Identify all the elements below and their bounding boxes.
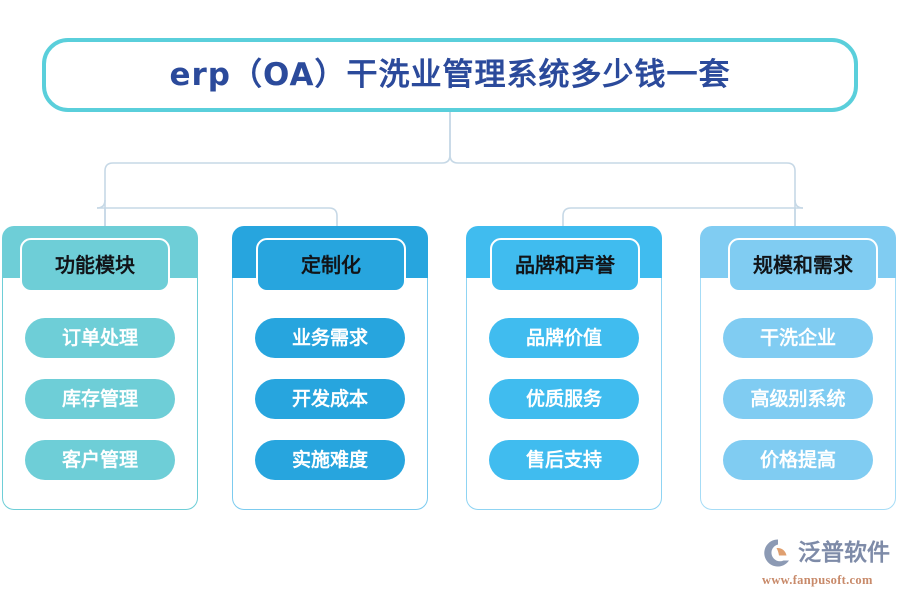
item-label: 订单处理 bbox=[61, 326, 138, 349]
column-2-header-label: 定制化 bbox=[301, 253, 361, 277]
item-label: 客户管理 bbox=[61, 448, 138, 471]
item-label: 价格提高 bbox=[759, 448, 836, 471]
column-1-header[interactable]: 功能模块 bbox=[20, 238, 170, 292]
column-1[interactable]: 功能模块 订单处理 库存管理 客户管理 bbox=[2, 226, 198, 510]
column-1-header-label: 功能模块 bbox=[55, 253, 135, 277]
item-label: 实施难度 bbox=[291, 448, 368, 471]
item-label: 干洗企业 bbox=[759, 326, 836, 349]
item-label: 品牌价值 bbox=[525, 326, 602, 349]
watermark-brand-row: 泛普软件 bbox=[762, 536, 890, 570]
column-3[interactable]: 品牌和声誉 品牌价值 优质服务 售后支持 bbox=[466, 226, 662, 510]
diagram-title-box: erp（OA）干洗业管理系统多少钱一套 bbox=[42, 38, 858, 112]
list-item[interactable]: 客户管理 bbox=[25, 440, 175, 480]
column-3-items: 品牌价值 优质服务 售后支持 bbox=[466, 318, 662, 501]
item-label: 售后支持 bbox=[525, 448, 602, 471]
column-4-items: 干洗企业 高级别系统 价格提高 bbox=[700, 318, 896, 501]
list-item[interactable]: 业务需求 bbox=[255, 318, 405, 358]
column-2-items: 业务需求 开发成本 实施难度 bbox=[232, 318, 428, 501]
item-label: 业务需求 bbox=[291, 326, 368, 349]
list-item[interactable]: 优质服务 bbox=[489, 379, 639, 419]
list-item[interactable]: 开发成本 bbox=[255, 379, 405, 419]
diagram-title: erp（OA）干洗业管理系统多少钱一套 bbox=[169, 56, 731, 93]
list-item[interactable]: 干洗企业 bbox=[723, 318, 873, 358]
list-item[interactable]: 品牌价值 bbox=[489, 318, 639, 358]
column-4-header-label: 规模和需求 bbox=[753, 253, 853, 277]
fanpu-logo-icon bbox=[764, 539, 789, 567]
list-item[interactable]: 订单处理 bbox=[25, 318, 175, 358]
watermark-url: www.fanpusoft.com bbox=[762, 573, 873, 587]
list-item[interactable]: 库存管理 bbox=[25, 379, 175, 419]
item-label: 库存管理 bbox=[61, 387, 138, 410]
list-item[interactable]: 实施难度 bbox=[255, 440, 405, 480]
list-item[interactable]: 售后支持 bbox=[489, 440, 639, 480]
item-label: 开发成本 bbox=[291, 387, 368, 410]
item-label: 高级别系统 bbox=[750, 387, 846, 410]
list-item[interactable]: 高级别系统 bbox=[723, 379, 873, 419]
item-label: 优质服务 bbox=[525, 387, 602, 410]
column-3-header-label: 品牌和声誉 bbox=[515, 253, 615, 277]
column-2[interactable]: 定制化 业务需求 开发成本 实施难度 bbox=[232, 226, 428, 510]
watermark-brand: 泛普软件 bbox=[798, 539, 890, 566]
column-3-header[interactable]: 品牌和声誉 bbox=[490, 238, 640, 292]
column-4-header[interactable]: 规模和需求 bbox=[728, 238, 878, 292]
column-1-items: 订单处理 库存管理 客户管理 bbox=[2, 318, 198, 501]
column-2-header[interactable]: 定制化 bbox=[256, 238, 406, 292]
watermark-logo: 泛普软件 www.fanpusoft.com bbox=[762, 536, 890, 590]
column-4[interactable]: 规模和需求 干洗企业 高级别系统 价格提高 bbox=[700, 226, 896, 510]
list-item[interactable]: 价格提高 bbox=[723, 440, 873, 480]
